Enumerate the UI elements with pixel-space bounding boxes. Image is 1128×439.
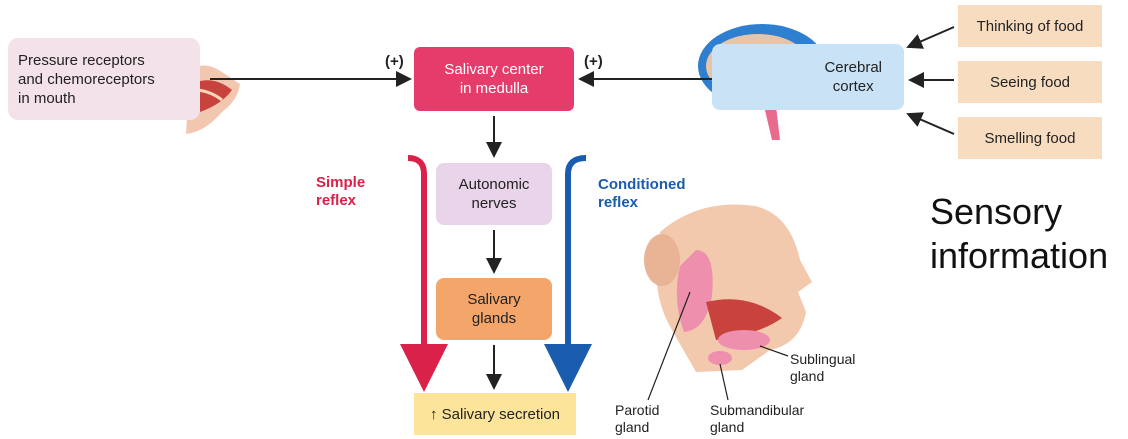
salivary-center-label: Salivary center in medulla [444,61,544,97]
salivary-secretion-label: ↑ Salivary secretion [429,405,561,423]
salivary-secretion-box: ↑ Salivary secretion [414,393,576,435]
cerebral-cortex-box: Cerebral cortex [712,44,904,110]
smelling-food-label: Smelling food [984,129,1076,147]
smelling-food-box: Smelling food [958,117,1102,159]
pressure-receptors-box: Pressure receptors and chemoreceptors in… [8,38,200,120]
plus-sign-left: (+) [385,53,404,70]
salivary-glands-label: Salivary glands [467,291,521,327]
sensory-information-title: Sensory information [930,191,1109,276]
sublingual-gland-label: Sublingual gland [790,351,856,384]
parotid-gland-label: Parotid gland [615,402,660,435]
autonomic-nerves-box: Autonomic nerves [436,163,552,225]
salivary-glands-box: Salivary glands [436,278,552,340]
conditioned-reflex-path [544,155,592,392]
head-illustration [644,204,812,372]
seeing-food-label: Seeing food [989,73,1071,91]
cerebral-cortex-label: Cerebral cortex [824,59,882,95]
arrow-thinking [906,26,955,49]
autonomic-nerves-label: Autonomic nerves [458,176,530,212]
simple-reflex-path [400,155,448,392]
pressure-receptors-label: Pressure receptors and chemoreceptors in… [18,51,155,107]
submandibular-gland-label: Submandibular gland [710,402,805,435]
salivary-center-box: Salivary center in medulla [414,47,574,111]
conditioned-reflex-label: Conditioned reflex [598,176,686,211]
plus-sign-right: (+) [584,53,603,70]
thinking-of-food-label: Thinking of food [976,17,1084,35]
thinking-of-food-box: Thinking of food [958,5,1102,47]
simple-reflex-label: Simple reflex [316,174,366,209]
arrow-smelling [906,112,955,135]
seeing-food-box: Seeing food [958,61,1102,103]
